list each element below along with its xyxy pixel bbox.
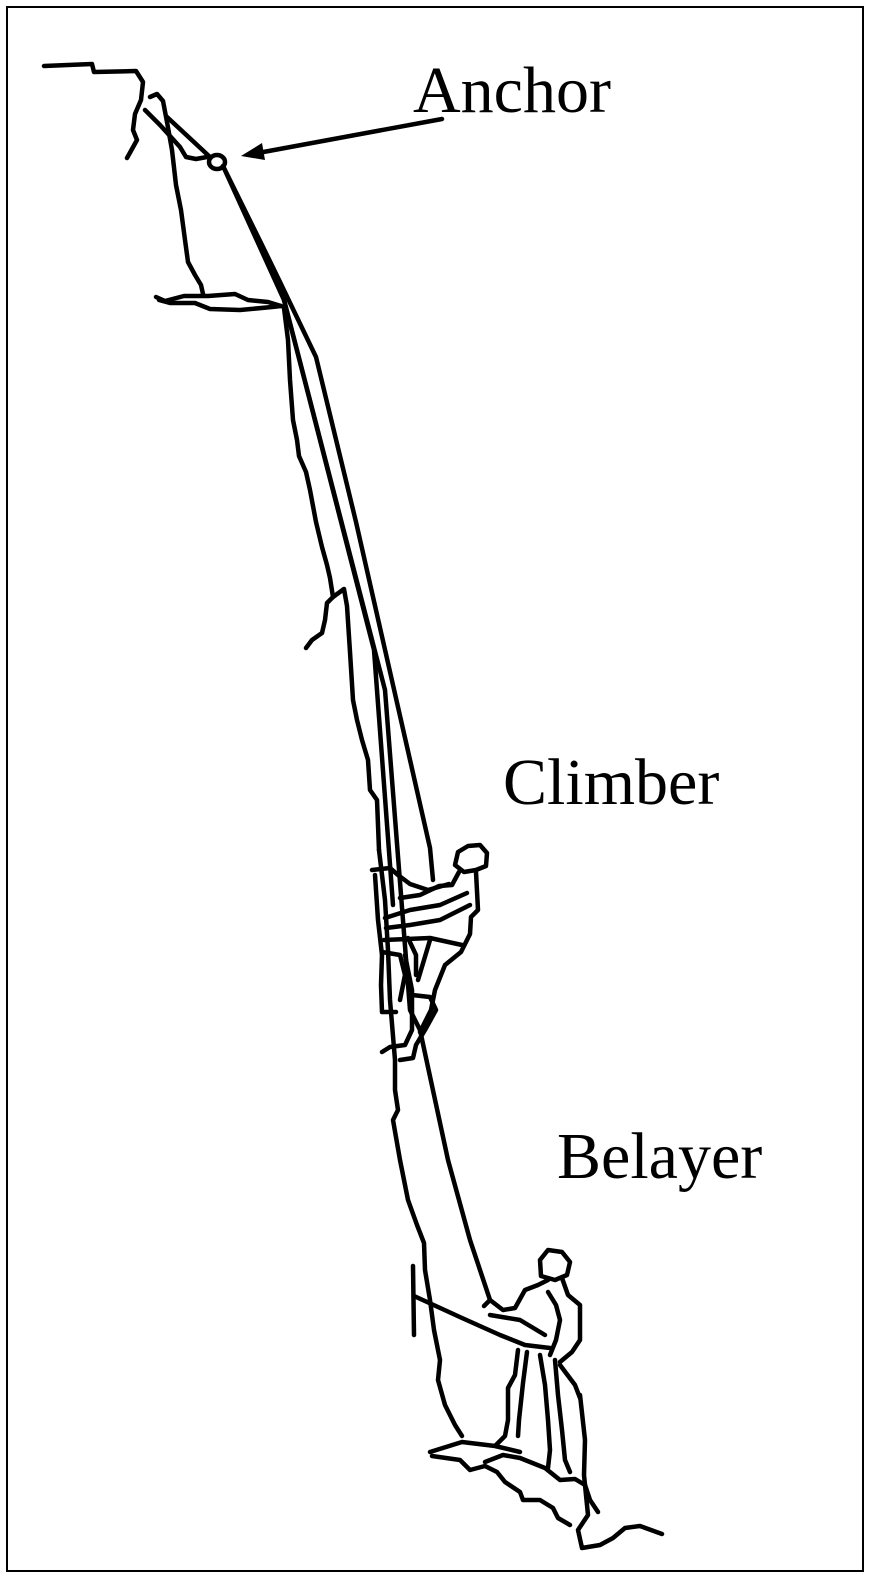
anchor-point — [145, 110, 225, 169]
anchor-arrow — [241, 119, 442, 160]
belayer-label: Belayer — [557, 1124, 762, 1190]
cliff-outline — [44, 64, 379, 850]
anchor-label: Anchor — [413, 58, 611, 124]
climber-label: Climber — [503, 750, 719, 816]
ground-ledge — [379, 850, 662, 1548]
rope — [223, 166, 490, 1300]
